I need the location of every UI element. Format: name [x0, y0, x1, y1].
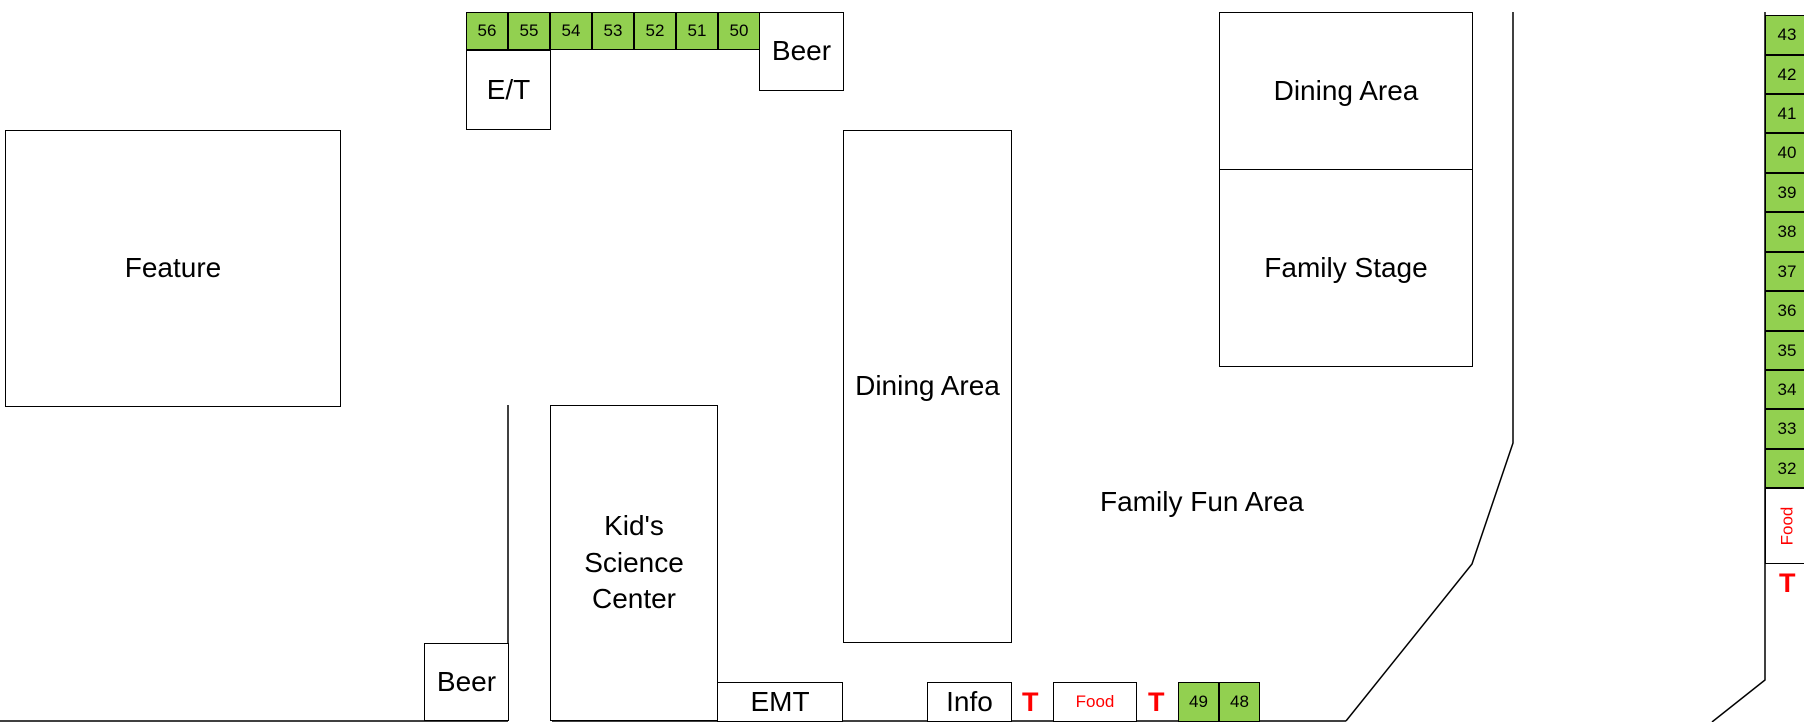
toilet-marker-2: T: [1148, 687, 1165, 717]
beer-label-bottom: Beer: [436, 665, 497, 697]
booth-35[interactable]: 35: [1765, 331, 1804, 370]
booth-43[interactable]: 43: [1765, 15, 1804, 55]
dining-area-center[interactable]: Dining Area: [843, 130, 1012, 643]
feature-label: Feature: [124, 252, 222, 284]
kids-science-center[interactable]: Kid's Science Center: [550, 405, 718, 721]
beer-tent-bottom[interactable]: Beer: [424, 643, 509, 721]
booth-52[interactable]: 52: [634, 12, 676, 50]
family-stage-label: Family Stage: [1264, 251, 1428, 283]
booth-40[interactable]: 40: [1765, 133, 1804, 173]
kids-science-line-2: Science: [584, 546, 684, 578]
booth-38[interactable]: 38: [1765, 212, 1804, 252]
booth-32[interactable]: 32: [1765, 449, 1804, 488]
dining-area-right-label: Dining Area: [1273, 74, 1419, 106]
diagonal-road-line: [1345, 12, 1514, 722]
booth-34[interactable]: 34: [1765, 370, 1804, 409]
emt-station[interactable]: EMT: [717, 682, 843, 722]
beer-label-top: Beer: [771, 35, 832, 67]
beer-tent-top[interactable]: Beer: [759, 12, 844, 91]
family-stage[interactable]: Family Stage: [1219, 169, 1473, 367]
booth-41[interactable]: 41: [1765, 94, 1804, 133]
booth-53[interactable]: 53: [592, 12, 634, 50]
et-label: E/T: [486, 73, 531, 105]
kids-science-line-1: Kid's: [604, 510, 664, 542]
booth-54[interactable]: 54: [550, 12, 592, 50]
booth-33[interactable]: 33: [1765, 409, 1804, 449]
feature-area[interactable]: Feature: [5, 130, 341, 407]
booth-49[interactable]: 49: [1178, 682, 1219, 722]
food-label-right: Food: [1777, 506, 1796, 546]
toilet-marker-right: T: [1779, 568, 1796, 598]
emt-label: EMT: [750, 685, 810, 717]
info-label: Info: [946, 685, 993, 717]
kids-science-center-label: Kid's Science Center: [584, 508, 684, 617]
booth-50[interactable]: 50: [718, 12, 760, 50]
toilet-marker-1: T: [1022, 687, 1039, 717]
info-booth[interactable]: Info: [927, 682, 1012, 722]
booth-55[interactable]: 55: [508, 12, 550, 50]
booth-36[interactable]: 36: [1765, 291, 1804, 331]
booth-39[interactable]: 39: [1765, 173, 1804, 212]
dining-area-right[interactable]: Dining Area: [1219, 12, 1473, 170]
booth-42[interactable]: 42: [1765, 55, 1804, 94]
kids-science-line-3: Center: [591, 583, 677, 615]
food-booth-bottom[interactable]: Food: [1053, 682, 1137, 722]
right-road-line: [1711, 12, 1766, 722]
et-area[interactable]: E/T: [466, 50, 551, 130]
booth-51[interactable]: 51: [676, 12, 718, 50]
booth-37[interactable]: 37: [1765, 252, 1804, 291]
booth-48[interactable]: 48: [1219, 682, 1260, 722]
dining-area-center-label: Dining Area: [855, 370, 1000, 402]
food-label-bottom: Food: [1075, 692, 1115, 711]
family-fun-area-label: Family Fun Area: [1100, 486, 1304, 517]
food-booth-right[interactable]: Food: [1765, 488, 1804, 564]
booth-56[interactable]: 56: [466, 12, 508, 50]
